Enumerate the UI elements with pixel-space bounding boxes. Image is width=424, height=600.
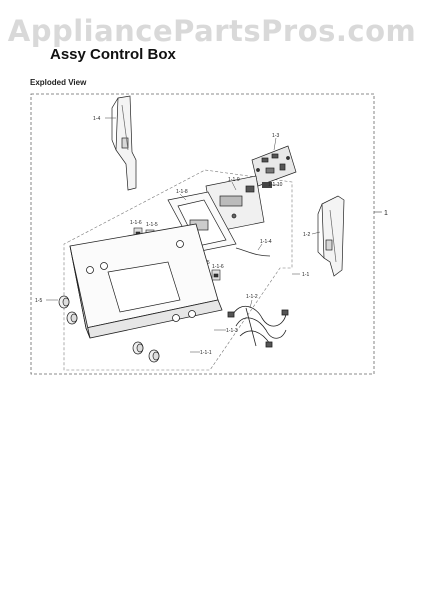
inner-dashed-outline <box>63 169 293 371</box>
callout-1: 1 <box>384 210 388 217</box>
leader-1-1-2 <box>249 299 253 309</box>
leader-1-1-8 <box>179 193 187 201</box>
callout-1-1-6a: 1-1-6 <box>130 220 142 226</box>
callout-1-5: 1-5 <box>35 298 42 304</box>
callout-1-4: 1-4 <box>93 116 100 122</box>
page-title: Assy Control Box <box>50 46 176 63</box>
part-connector <box>262 182 272 188</box>
callout-1-1-10: 1-1-10 <box>268 182 283 188</box>
callout-1-1-4: 1-1-4 <box>260 239 272 245</box>
part-bracket-right <box>317 195 345 277</box>
callout-1-1-8: 1-1-8 <box>176 189 188 195</box>
part-control-panel <box>69 223 223 339</box>
part-pcb-board <box>251 145 297 187</box>
callout-1-1-9: 1-1-9 <box>228 177 240 183</box>
callout-1-1: 1-1 <box>302 272 309 278</box>
callout-1-1-5a: 1-1-5 <box>146 222 158 228</box>
part-bracket-left <box>111 95 137 191</box>
leader-1-1-9 <box>231 181 237 191</box>
callout-1-1-1: 1-1-1 <box>200 350 212 356</box>
callout-1-1-2: 1-1-2 <box>246 294 258 300</box>
leader-1-3 <box>273 137 277 151</box>
callout-1-1-3: 1-1-3 <box>226 328 238 334</box>
part-knobs <box>58 295 160 363</box>
leader-1-1-4 <box>257 243 263 251</box>
watermark: AppliancePartsPros.com <box>7 14 417 48</box>
callout-1-2: 1-2 <box>303 232 310 238</box>
part-wire <box>235 247 271 257</box>
part-wire-harness <box>227 306 289 348</box>
view-label: Exploded View <box>30 78 87 87</box>
outer-dashed-border <box>30 93 375 375</box>
callout-1-3: 1-3 <box>272 133 279 139</box>
leader-1-2 <box>311 231 321 235</box>
callout-1-1-6b: 1-1-6 <box>212 264 224 270</box>
